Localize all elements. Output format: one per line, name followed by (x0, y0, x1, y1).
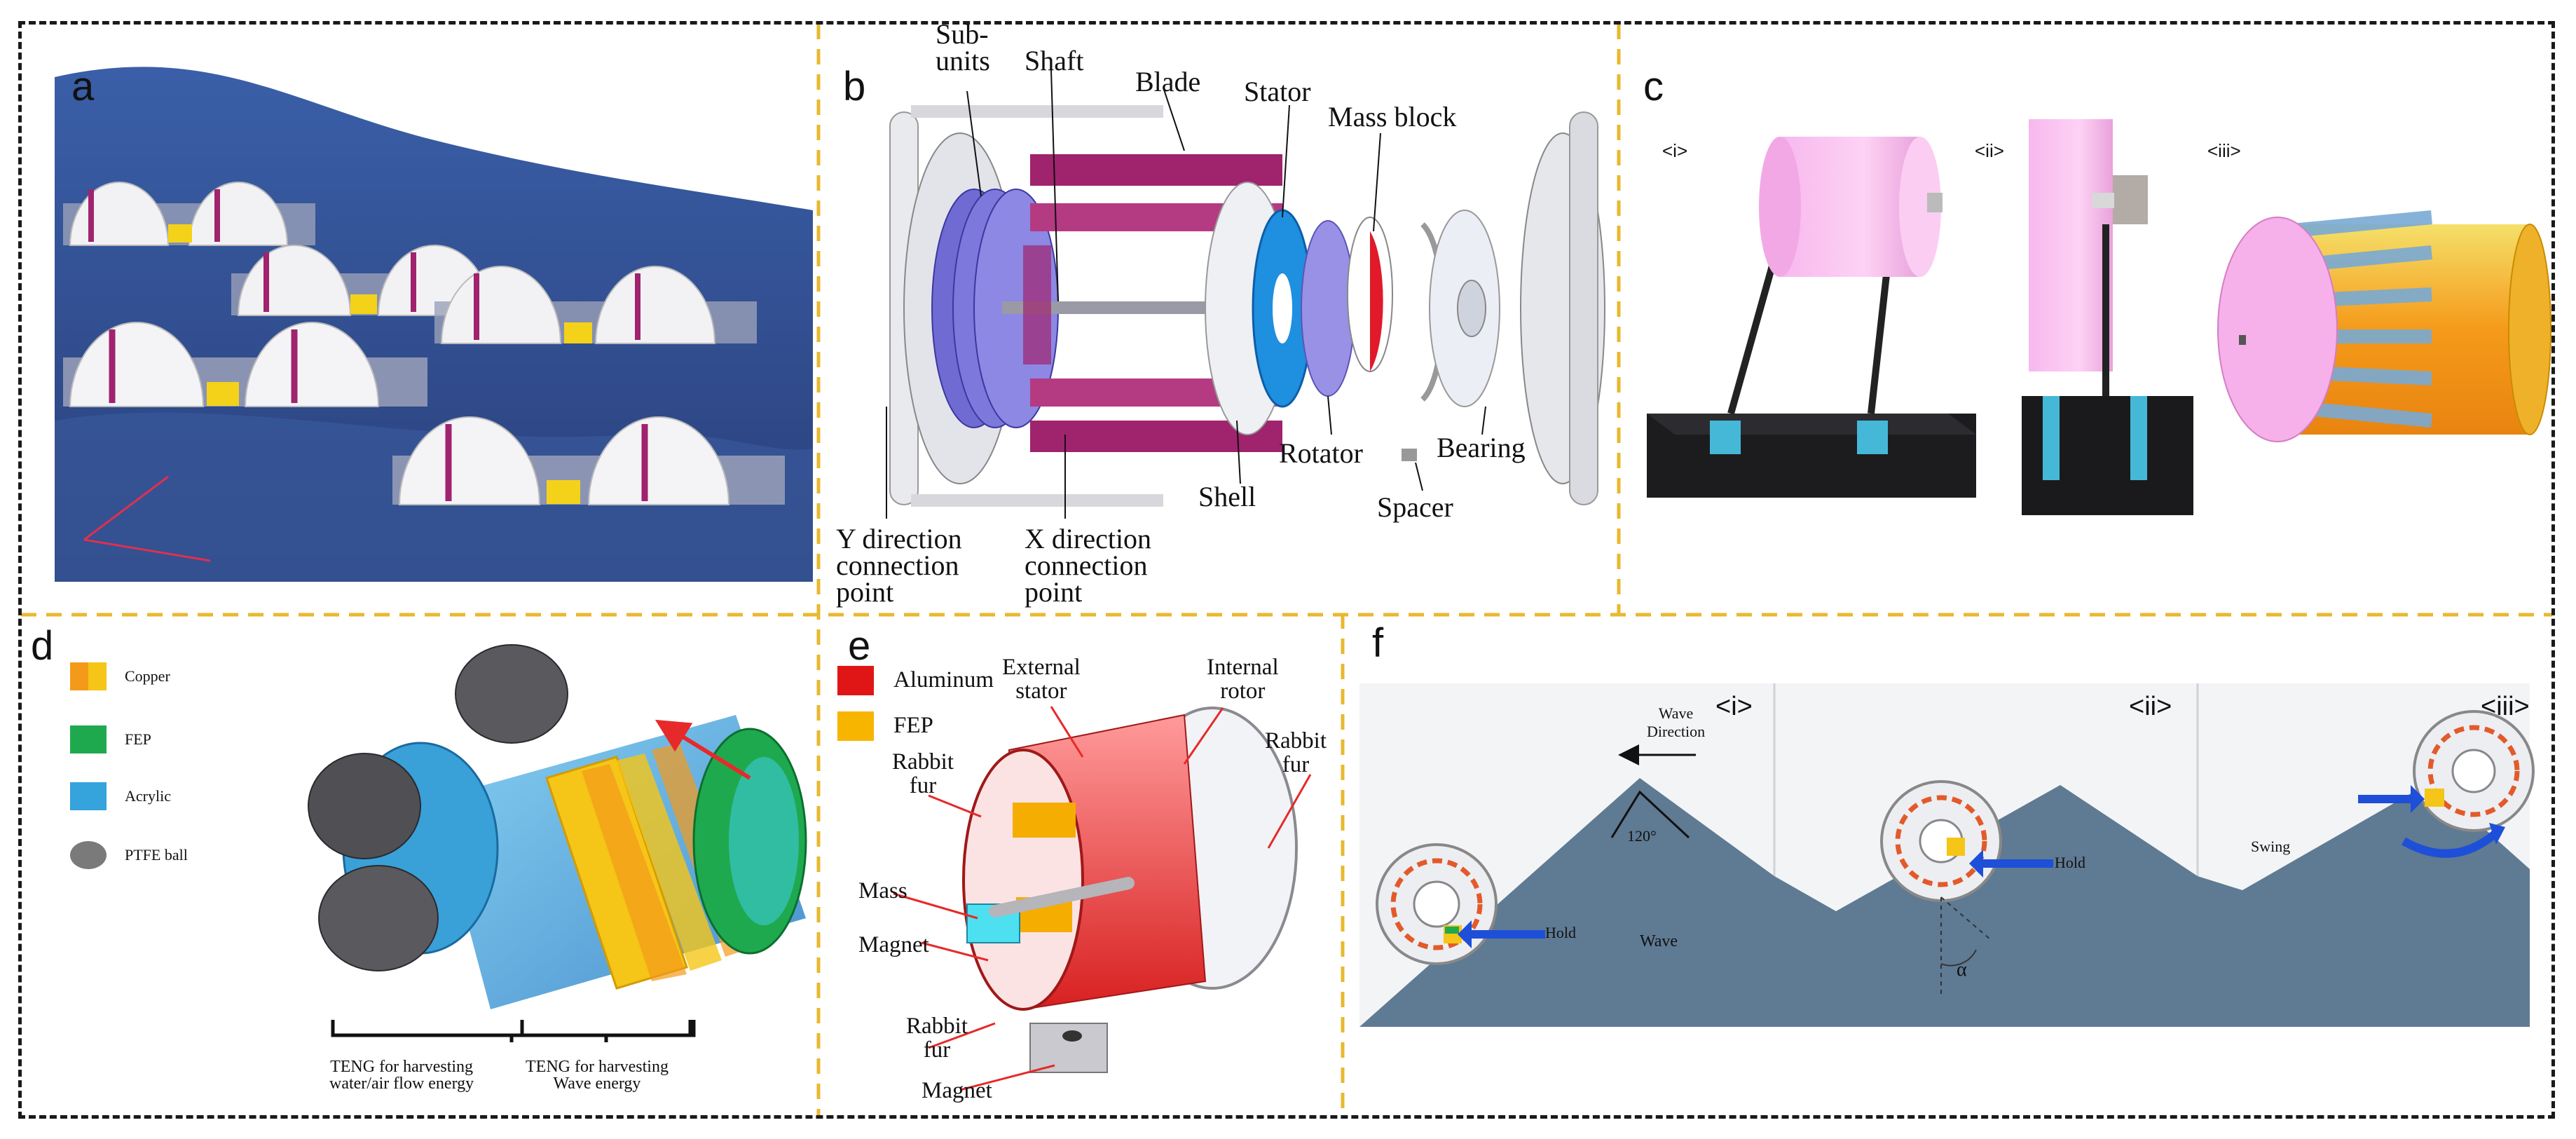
legend-ptfe: PTFE ball (70, 841, 188, 869)
legend-fep-label: FEP (125, 730, 151, 748)
fep-swatch (70, 725, 107, 753)
label-stator: Stator (1244, 76, 1311, 107)
panel-c-sub-i: <i> (1662, 140, 1688, 161)
label-wave: Wave (1640, 932, 1678, 950)
label-internal-rotor: Internal rotor (1207, 655, 1279, 704)
label-angle: 120° (1627, 827, 1657, 845)
acrylic-swatch (70, 782, 107, 810)
label-magnet-2: Magnet (922, 1078, 992, 1103)
legend-copper-label: Copper (125, 667, 170, 685)
label-shell: Shell (1198, 481, 1256, 512)
label-y-connection: Y direction connection point (836, 523, 962, 608)
legend-ptfe-label: PTFE ball (125, 846, 188, 864)
label-wave-direction: Wave Direction (1647, 704, 1706, 740)
panel-letter-b: b (843, 64, 866, 109)
panel-f-illustration (1359, 683, 2535, 1027)
panel-f-sub-i: <i> (1715, 692, 1753, 721)
panel-letter-c: c (1643, 64, 1664, 109)
label-hold-2: Hold (2055, 854, 2085, 871)
legend-acrylic: Acrylic (70, 782, 171, 810)
legend-acrylic-label: Acrylic (125, 787, 171, 805)
label-rabbit-fur-2: Rabbit fur (1265, 728, 1327, 777)
panel-dividers (21, 24, 2552, 1116)
panel-a-illustration (55, 67, 813, 582)
figure-outer-border (18, 21, 2555, 1119)
label-rabbit-fur-1: Rabbit fur (892, 749, 954, 798)
panel-f-sub-ii: <ii> (2129, 692, 2172, 721)
legend-copper: Copper (70, 662, 170, 690)
ptfe-ball-icon (70, 841, 107, 869)
panel-c-sub-ii: <ii> (1975, 140, 2004, 161)
label-x-connection: X direction connection point (1025, 523, 1152, 608)
panel-b-illustration (886, 69, 1605, 519)
label-subunits: Sub- units (936, 18, 990, 76)
label-bearing: Bearing (1437, 432, 1526, 463)
label-mass-block: Mass block (1328, 101, 1457, 132)
panel-c-illustration (1647, 119, 2551, 515)
panel-c-sub-iii: <iii> (2207, 140, 2241, 161)
copper-swatch (70, 662, 107, 690)
panel-letter-d: d (31, 623, 54, 669)
panel-f-sub-iii: <iii> (2481, 692, 2530, 721)
panel-e-illustration (837, 666, 1312, 1091)
label-mass: Mass (858, 878, 907, 903)
legend-aluminum-label: Aluminum (893, 667, 994, 693)
label-hold-1: Hold (1545, 924, 1576, 941)
label-magnet-1: Magnet (858, 932, 929, 957)
label-spacer: Spacer (1377, 491, 1453, 523)
label-shaft: Shaft (1025, 45, 1084, 76)
label-alpha: α (1957, 959, 1967, 981)
brace-left-label: TENG for harvesting water/air flow energ… (329, 1058, 474, 1093)
label-blade: Blade (1135, 66, 1201, 97)
brace-right-label: TENG for harvesting Wave energy (526, 1058, 669, 1093)
label-rabbit-fur-3: Rabbit fur (906, 1014, 968, 1063)
panel-letter-e: e (848, 623, 871, 669)
label-rotator: Rotator (1279, 437, 1363, 469)
label-swing: Swing (2251, 838, 2291, 855)
panel-letter-a: a (71, 64, 95, 109)
panel-d-illustration (308, 644, 807, 1042)
label-external-stator: External stator (1002, 655, 1081, 704)
legend-fep: FEP (70, 725, 151, 753)
panel-letter-f: f (1372, 620, 1384, 666)
legend-fep-e-label: FEP (893, 713, 933, 738)
